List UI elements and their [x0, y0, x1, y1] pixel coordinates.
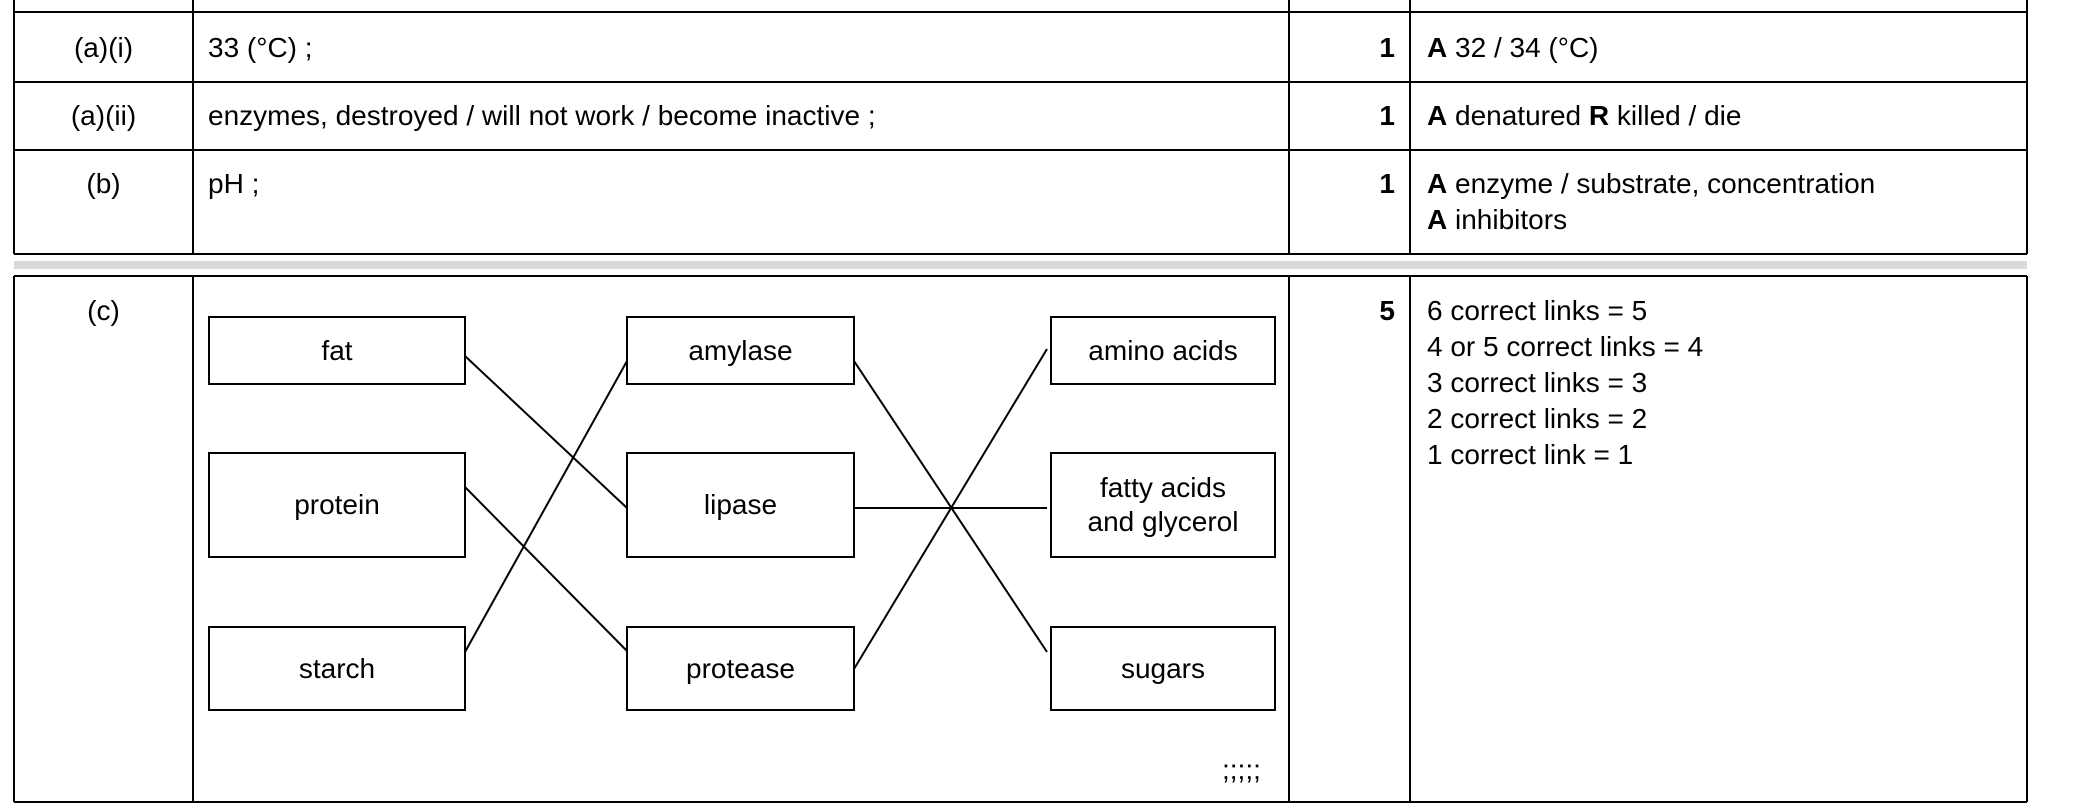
enzyme-box-amylase: amylase [626, 316, 855, 385]
substrate-box-fat: fat [208, 316, 466, 385]
guidance-text: A denatured R killed / die [1427, 100, 1742, 131]
product-box-sugars: sugars [1050, 626, 1276, 711]
link-starch-amylase [464, 360, 628, 653]
answer-text: 33 (°C) ; [208, 32, 313, 63]
marks-value: 1 [1379, 168, 1395, 199]
marking-ticks: ;;;;; [1222, 754, 1261, 785]
part-label: (a)(ii) [70, 100, 137, 131]
part-label: (b) [86, 168, 121, 199]
substrate-box-protein: protein [208, 452, 466, 558]
marks-value: 1 [1379, 32, 1395, 63]
answer-text: pH ; [208, 168, 260, 199]
link-protease-amino-acids [853, 348, 1048, 670]
product-box-amino-acids: amino acids [1050, 316, 1276, 385]
guidance-text: A 32 / 34 (°C) [1427, 32, 1599, 63]
guidance-line: 4 or 5 correct links = 4 [1427, 331, 1704, 362]
link-amylase-sugars [853, 360, 1048, 653]
guidance-line: 3 correct links = 3 [1427, 367, 1648, 398]
link-fat-lipase [464, 355, 628, 509]
guidance-line: A inhibitors [1427, 204, 1568, 235]
marks-value: 1 [1379, 100, 1395, 131]
guidance-line: 6 correct links = 5 [1427, 295, 1648, 326]
guidance-line: A enzyme / substrate, concentration [1427, 168, 1876, 199]
guidance-line: 2 correct links = 2 [1427, 403, 1648, 434]
marks-value: 5 [1379, 295, 1395, 326]
matching-links [464, 348, 1048, 670]
enzyme-box-protease: protease [626, 626, 855, 711]
substrate-box-starch: starch [208, 626, 466, 711]
link-protein-protease [464, 486, 628, 652]
answer-text: enzymes, destroyed / will not work / bec… [208, 100, 876, 131]
guidance-line: 1 correct link = 1 [1427, 439, 1634, 470]
enzyme-box-lipase: lipase [626, 452, 855, 558]
part-label: (a)(i) [73, 32, 134, 63]
product-box-fatty-acids-and-glycerol: fatty acids and glycerol [1050, 452, 1276, 558]
part-label: (c) [87, 295, 120, 326]
